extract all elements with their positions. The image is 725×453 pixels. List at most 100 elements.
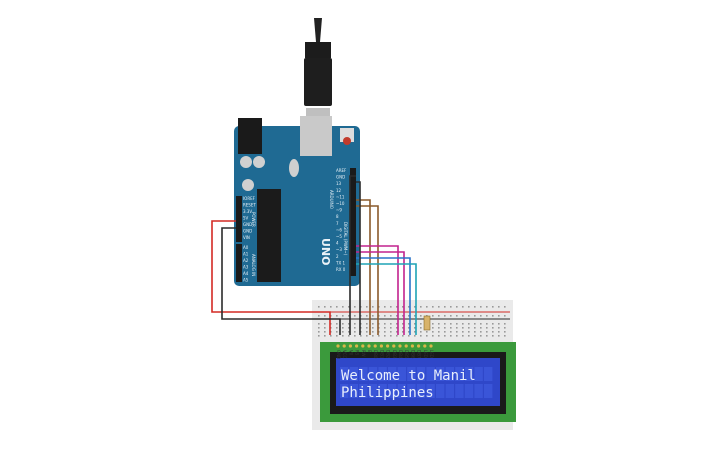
breadboard-hole: [402, 327, 404, 329]
pin-label: ~5: [336, 234, 342, 239]
pin-label: 2: [336, 254, 339, 259]
pin-label: GND: [336, 175, 345, 180]
lcd-cell: [359, 367, 368, 381]
arduino-board[interactable]: UNO ARDUINO POWER ANALOG IN DIGITAL (PWM…: [234, 116, 360, 286]
pin-label: RESET: [243, 203, 256, 208]
breadboard-hole: [366, 335, 368, 337]
breadboard-hole: [348, 323, 350, 325]
breadboard-hole: [408, 327, 410, 329]
breadboard-hole: [438, 331, 440, 333]
lcd-pin-label: DB5: [404, 350, 409, 359]
breadboard-hole: [402, 335, 404, 337]
breadboard-hole: [474, 306, 476, 308]
breadboard-hole: [432, 327, 434, 329]
pin-label: ~6: [336, 227, 342, 232]
lcd-cell: [368, 367, 378, 381]
breadboard-hole: [336, 335, 338, 337]
breadboard-hole: [474, 323, 476, 325]
breadboard-hole: [480, 327, 482, 329]
lcd-cell: [474, 367, 483, 381]
breadboard-hole: [354, 306, 356, 308]
breadboard-hole: [420, 335, 422, 337]
lcd-cell: [397, 367, 406, 381]
lcd-pin: [410, 344, 414, 348]
breadboard-hole: [492, 335, 494, 337]
breadboard-hole: [438, 327, 440, 329]
breadboard-hole: [342, 335, 344, 337]
breadboard-hole: [354, 327, 356, 329]
lcd-cell: [474, 384, 483, 398]
breadboard-hole: [414, 323, 416, 325]
breadboard-hole: [474, 331, 476, 333]
breadboard-hole: [384, 335, 386, 337]
wire-e: [356, 205, 379, 335]
breadboard-hole: [462, 327, 464, 329]
breadboard-hole: [462, 306, 464, 308]
pin-label: GND: [243, 229, 252, 234]
usb-cable: [304, 18, 332, 120]
pin-label: 5V: [243, 216, 249, 221]
lcd-pin: [386, 344, 390, 348]
lcd-cell: [378, 384, 387, 398]
breadboard-hole: [468, 327, 470, 329]
analog-section-label: ANALOG IN: [251, 254, 256, 276]
pin-label: VIN: [243, 235, 250, 240]
breadboard-hole: [492, 331, 494, 333]
breadboard-hole: [426, 306, 428, 308]
breadboard-hole: [504, 335, 506, 337]
breadboard-hole: [420, 306, 422, 308]
lcd-cell: [349, 367, 358, 381]
wire-gnd: [221, 227, 341, 335]
breadboard-hole: [384, 327, 386, 329]
breadboard-hole: [504, 306, 506, 308]
reset-button[interactable]: [340, 128, 354, 142]
lcd-cell: [340, 367, 349, 381]
breadboard-hole: [468, 335, 470, 337]
breadboard-hole: [438, 323, 440, 325]
crystal: [289, 159, 299, 177]
pin-label: 4: [336, 241, 339, 246]
breadboard-hole: [318, 306, 320, 308]
breadboard-hole: [456, 315, 458, 317]
breadboard-hole: [432, 315, 434, 317]
breadboard-hole: [372, 323, 374, 325]
breadboard-hole: [438, 315, 440, 317]
breadboard-hole: [408, 335, 410, 337]
breadboard-hole: [420, 323, 422, 325]
breadboard-hole: [414, 327, 416, 329]
lcd-cell: [436, 384, 445, 398]
breadboard-hole: [492, 323, 494, 325]
breadboard-hole: [426, 335, 428, 337]
breadboard-hole: [330, 306, 332, 308]
pin-label: 13: [336, 181, 342, 186]
breadboard-hole: [342, 331, 344, 333]
board-brand-label: ARDUINO: [329, 190, 334, 209]
breadboard-hole: [372, 331, 374, 333]
lcd-pin-label: DB4: [398, 350, 403, 359]
breadboard-hole: [462, 331, 464, 333]
breadboard-hole: [396, 335, 398, 337]
breadboard-hole: [324, 335, 326, 337]
breadboard-hole: [474, 335, 476, 337]
breadboard-hole: [384, 306, 386, 308]
breadboard-hole: [324, 331, 326, 333]
breadboard-hole: [498, 335, 500, 337]
breadboard-hole: [426, 331, 428, 333]
breadboard-hole: [342, 327, 344, 329]
breadboard-hole: [318, 327, 320, 329]
breadboard-hole: [444, 315, 446, 317]
breadboard-hole: [468, 306, 470, 308]
breadboard-hole: [414, 306, 416, 308]
breadboard-hole: [342, 306, 344, 308]
breadboard-hole: [396, 331, 398, 333]
breadboard-hole: [348, 327, 350, 329]
pin-label: 3.3V: [243, 209, 252, 214]
breadboard-hole: [438, 335, 440, 337]
breadboard-hole: [444, 323, 446, 325]
pin-label: A1: [243, 252, 249, 257]
breadboard-hole: [348, 315, 350, 317]
breadboard-hole: [396, 315, 398, 317]
breadboard-hole: [324, 323, 326, 325]
usb-port: [300, 116, 332, 156]
